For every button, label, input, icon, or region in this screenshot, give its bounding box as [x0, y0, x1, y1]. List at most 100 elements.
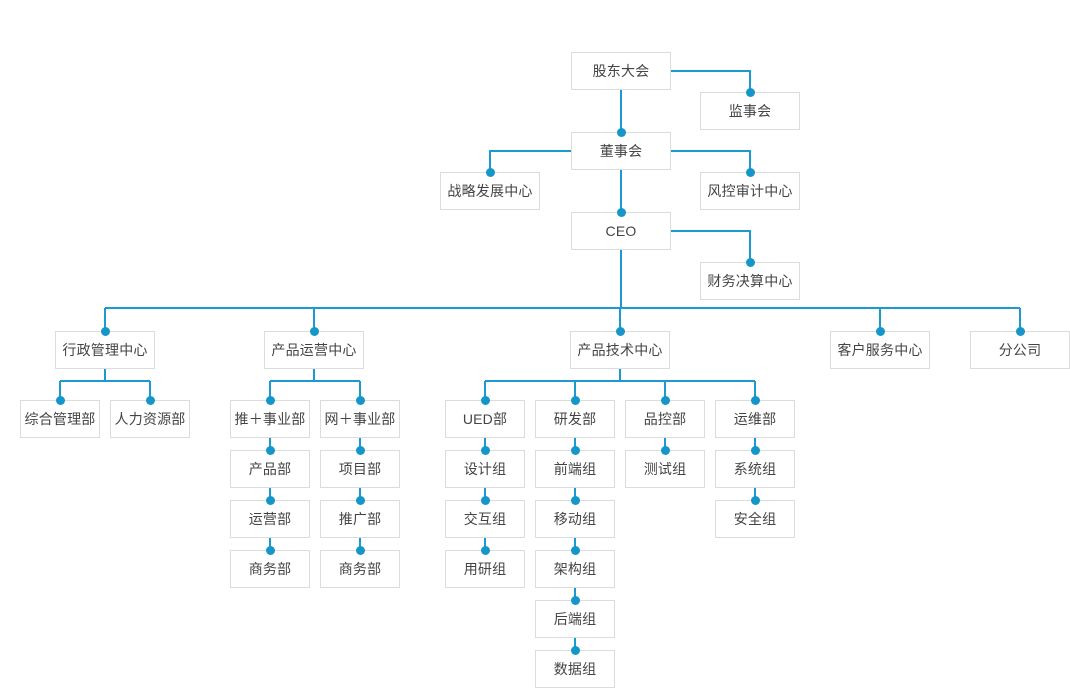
org-node-b4[interactable]: 商务部 [230, 550, 310, 588]
org-node-label: 风控审计中心 [707, 183, 793, 199]
org-node-c2[interactable]: 项目部 [320, 450, 400, 488]
org-node-d2[interactable]: 产品运营中心 [264, 331, 364, 369]
org-node-e3[interactable]: 交互组 [445, 500, 525, 538]
org-node-label: 架构组 [553, 561, 597, 577]
node-connector-dot [265, 545, 275, 555]
connector-line [269, 369, 361, 400]
org-node-f5[interactable]: 后端组 [535, 600, 615, 638]
node-connector-dot [145, 395, 155, 405]
org-node-b1[interactable]: 推＋事业部 [230, 400, 310, 438]
node-connector-dot [55, 395, 65, 405]
connector-line [671, 70, 751, 92]
node-connector-dot [745, 257, 755, 267]
node-connector-dot [480, 445, 490, 455]
org-node-f1[interactable]: 研发部 [535, 400, 615, 438]
org-node-label: 用研组 [463, 561, 507, 577]
org-node-label: 系统组 [733, 461, 777, 477]
node-connector-dot [309, 326, 319, 336]
node-connector-dot [616, 127, 626, 137]
node-connector-dot [616, 207, 626, 217]
org-node-n7[interactable]: 财务决算中心 [700, 262, 800, 300]
node-connector-dot [660, 445, 670, 455]
org-node-h3[interactable]: 安全组 [715, 500, 795, 538]
org-node-label: 推＋事业部 [234, 411, 306, 427]
org-node-e4[interactable]: 用研组 [445, 550, 525, 588]
org-node-f2[interactable]: 前端组 [535, 450, 615, 488]
org-node-label: 移动组 [553, 511, 597, 527]
node-connector-dot [570, 395, 580, 405]
org-node-label: 安全组 [733, 511, 777, 527]
org-node-label: 后端组 [553, 611, 597, 627]
org-node-c4[interactable]: 商务部 [320, 550, 400, 588]
org-node-d4[interactable]: 客户服务中心 [830, 331, 930, 369]
org-node-e1[interactable]: UED部 [445, 400, 525, 438]
org-node-d1[interactable]: 行政管理中心 [55, 331, 155, 369]
org-node-label: 股东大会 [592, 63, 650, 79]
node-connector-dot [660, 395, 670, 405]
org-node-d5[interactable]: 分公司 [970, 331, 1070, 369]
org-node-a2[interactable]: 人力资源部 [110, 400, 190, 438]
node-connector-dot [875, 326, 885, 336]
connector-line [671, 230, 751, 262]
org-node-label: 品控部 [643, 411, 687, 427]
node-connector-dot [265, 445, 275, 455]
node-connector-dot [100, 326, 110, 336]
node-connector-dot [1015, 326, 1025, 336]
org-node-label: 监事会 [728, 103, 772, 119]
org-node-f6[interactable]: 数据组 [535, 650, 615, 688]
connector-line [484, 369, 756, 400]
org-node-label: 项目部 [338, 461, 382, 477]
org-node-label: 产品部 [248, 461, 292, 477]
node-connector-dot [615, 326, 625, 336]
node-connector-dot [485, 167, 495, 177]
org-node-b2[interactable]: 产品部 [230, 450, 310, 488]
org-node-n4[interactable]: 战略发展中心 [440, 172, 540, 210]
org-node-label: 行政管理中心 [62, 342, 148, 358]
org-node-label: UED部 [462, 411, 508, 427]
org-node-c3[interactable]: 推广部 [320, 500, 400, 538]
org-node-n1[interactable]: 股东大会 [571, 52, 671, 90]
node-connector-dot [480, 395, 490, 405]
org-node-label: 推广部 [338, 511, 382, 527]
org-node-g2[interactable]: 测试组 [625, 450, 705, 488]
org-node-label: 测试组 [643, 461, 687, 477]
connector-line [671, 150, 751, 172]
org-node-h1[interactable]: 运维部 [715, 400, 795, 438]
org-node-c1[interactable]: 网＋事业部 [320, 400, 400, 438]
org-node-n5[interactable]: 风控审计中心 [700, 172, 800, 210]
org-node-e2[interactable]: 设计组 [445, 450, 525, 488]
org-node-label: CEO [605, 223, 637, 239]
org-node-label: 综合管理部 [24, 411, 96, 427]
org-node-label: 分公司 [998, 342, 1042, 358]
org-node-n3[interactable]: 董事会 [571, 132, 671, 170]
org-node-label: 商务部 [338, 561, 382, 577]
node-connector-dot [750, 445, 760, 455]
org-node-f3[interactable]: 移动组 [535, 500, 615, 538]
org-node-label: 财务决算中心 [707, 273, 793, 289]
org-node-label: 研发部 [553, 411, 597, 427]
node-connector-dot [570, 595, 580, 605]
node-connector-dot [570, 645, 580, 655]
org-node-a1[interactable]: 综合管理部 [20, 400, 100, 438]
node-connector-dot [570, 545, 580, 555]
org-node-g1[interactable]: 品控部 [625, 400, 705, 438]
org-node-label: 产品运营中心 [271, 342, 357, 358]
connector-line [489, 150, 571, 172]
node-connector-dot [750, 395, 760, 405]
org-node-n6[interactable]: CEO [571, 212, 671, 250]
node-connector-dot [355, 445, 365, 455]
org-node-b3[interactable]: 运营部 [230, 500, 310, 538]
node-connector-dot [355, 545, 365, 555]
org-node-label: 客户服务中心 [837, 342, 923, 358]
org-node-f4[interactable]: 架构组 [535, 550, 615, 588]
org-node-label: 董事会 [599, 143, 643, 159]
org-node-n2[interactable]: 监事会 [700, 92, 800, 130]
org-node-d3[interactable]: 产品技术中心 [570, 331, 670, 369]
org-node-label: 商务部 [248, 561, 292, 577]
org-node-label: 前端组 [553, 461, 597, 477]
org-node-h2[interactable]: 系统组 [715, 450, 795, 488]
node-connector-dot [355, 495, 365, 505]
node-connector-dot [265, 395, 275, 405]
node-connector-dot [355, 395, 365, 405]
